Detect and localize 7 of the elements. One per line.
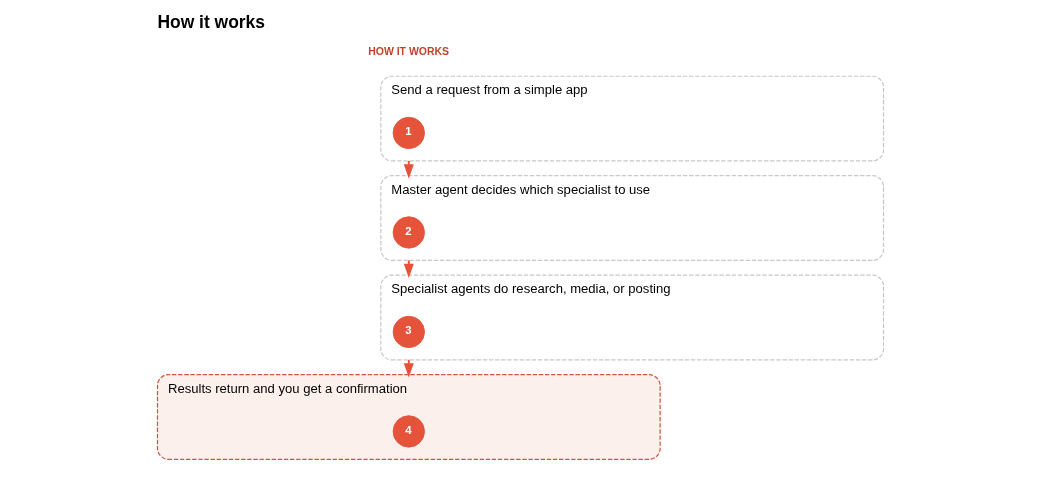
node-circle: 2 xyxy=(392,216,425,249)
node-circle: 3 xyxy=(392,315,425,349)
label: HOW IT WORKS xyxy=(367,46,449,58)
diagram-title: How it works xyxy=(156,12,265,33)
node-circle: 4 xyxy=(392,415,425,448)
node-circle: 1 xyxy=(392,116,425,150)
arrow xyxy=(403,259,414,279)
